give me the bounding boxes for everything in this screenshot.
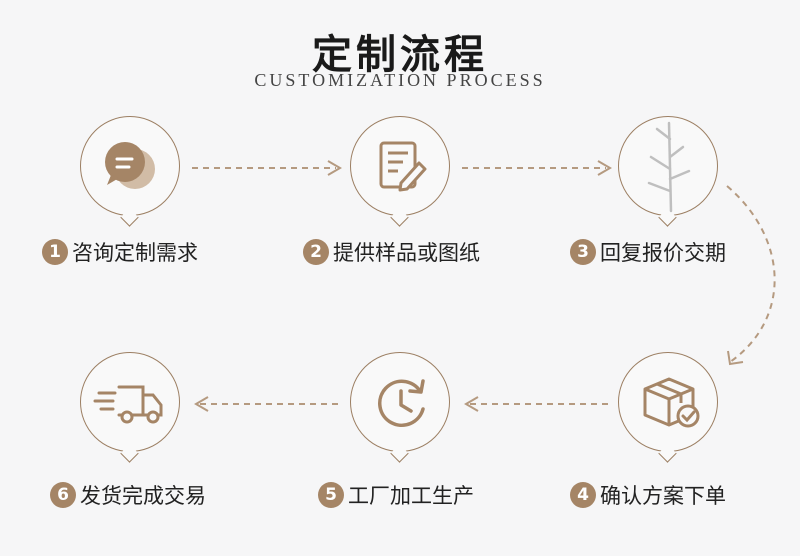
step-number-badge: 3	[570, 239, 596, 265]
step-5-circle	[350, 352, 450, 452]
step-text: 确认方案下单	[600, 484, 726, 508]
step-3-label: 3 回复报价交期	[570, 237, 726, 267]
step-text: 提供样品或图纸	[333, 241, 480, 265]
step-1-label: 1 咨询定制需求	[42, 237, 198, 267]
step-6-label: 6 发货完成交易	[50, 480, 206, 510]
step-4-label: 4 确认方案下单	[570, 480, 726, 510]
branch-rack-icon	[647, 121, 691, 213]
document-edit-icon	[379, 141, 427, 192]
step-number-badge: 6	[50, 482, 76, 508]
step-number-badge: 2	[303, 239, 329, 265]
chat-bubbles-icon	[105, 142, 155, 189]
step-2-label: 2 提供样品或图纸	[303, 237, 480, 267]
step-number-badge: 1	[42, 239, 68, 265]
step-1-circle	[80, 116, 180, 216]
step-3-circle	[618, 116, 718, 216]
step-2-circle	[350, 116, 450, 216]
step-text: 发货完成交易	[80, 484, 206, 508]
page-title: 定制流程	[312, 32, 488, 78]
step-text: 工厂加工生产	[348, 484, 474, 508]
delivery-truck-icon	[93, 385, 163, 424]
package-check-icon	[643, 377, 700, 428]
step-5-label: 5 工厂加工生产	[318, 480, 474, 510]
step-text: 回复报价交期	[600, 241, 726, 265]
page-subtitle: CUSTOMIZATION PROCESS	[254, 70, 546, 90]
clock-refresh-icon	[378, 379, 425, 427]
step-number-badge: 5	[318, 482, 344, 508]
step-4-circle	[618, 352, 718, 452]
step-6-circle	[80, 352, 180, 452]
step-number-badge: 4	[570, 482, 596, 508]
step-text: 咨询定制需求	[72, 241, 198, 265]
